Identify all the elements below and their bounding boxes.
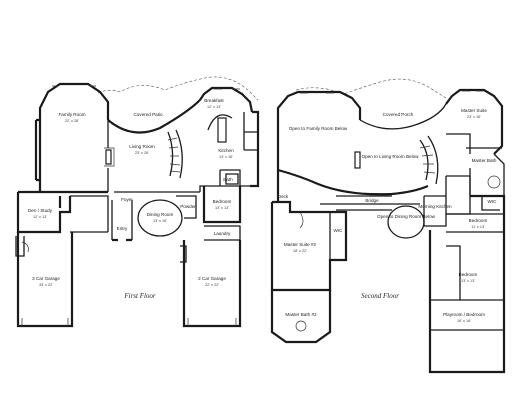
room-open-dining-name: Open to Dining Room Below [377,214,436,219]
room-2-car-garage-name: 2 Car Garage [198,276,226,281]
first-floor-labels: Family Room 22' x 28' Covered Patio Brea… [28,98,234,300]
master-suite-walls [445,88,504,155]
first-floor-plan [15,76,260,328]
room-powder-name: Powder [180,204,196,209]
room-playroom-name: Playroom / Bedroom [443,312,485,317]
room-covered-patio-name: Covered Patio [133,112,163,117]
room-bedroom-a-name: Bedroom [469,218,488,223]
room-kitchen-name: Kitchen [218,148,234,153]
living-room-curved-wall [107,99,201,134]
master-bath-2-walls [270,290,332,344]
master-suite-2-walls [270,200,348,292]
den-study-walls [16,190,72,234]
room-master-suite-2-dim: 18' x 22' [293,249,307,253]
room-morning-kitchen-name: Morning Kitchen [418,204,452,209]
room-deck-name: Deck [278,194,289,199]
room-foyer-name: Foyer [121,197,133,202]
open-dining-oval [387,205,425,239]
room-master-suite-2-name: Master Suite #2 [284,242,317,247]
room-laundry-name: Laundry [214,231,231,236]
kitchen-island [217,117,227,143]
room-bridge-name: Bridge [365,198,379,203]
room-living-room-dim: 23' x 26' [135,151,149,155]
first-floor-title: First Floor [123,292,156,300]
open-living-curve [277,168,429,196]
two-car-garage-walls [182,240,242,328]
room-dining-room-name: Dining Room [147,212,174,217]
room-master-bath-2-name: Master Bath #2 [285,312,317,317]
second-floor-title: Second Floor [361,292,399,300]
room-bedroom-b-dim: 13' x 13' [461,279,475,283]
room-3-car-garage-dim: 33' x 22' [39,283,53,287]
room-kitchen-dim: 13' x 16' [219,155,233,159]
room-family-room-dim: 22' x 28' [65,119,79,123]
room-wic-name: WIC [334,228,344,233]
curved-staircase [167,129,183,179]
room-master-bath-name: Master Bath [472,158,497,163]
room-3-car-garage-name: 3 Car Garage [32,276,60,281]
room-open-living-name: Open to Living Room Below [362,154,420,159]
room-bedroom-a-dim: 11' x 13' [471,225,485,229]
dining-room-oval [137,199,183,237]
room-open-family-name: Open to Family Room Below [289,126,348,131]
room-bedroom-name: Bedroom [213,199,232,204]
room-family-room-name: Family Room [58,112,85,117]
room-playroom-dim: 16' x 16' [457,319,471,323]
room-den-study-dim: 12' x 13' [33,215,47,219]
porch-outline [295,78,447,99]
three-car-garage-walls [16,232,74,328]
family-room-walls [38,82,110,192]
room-bedroom-b-name: Bedroom [459,272,478,277]
room-master-suite-name: Master Suite [461,108,487,113]
room-living-room-name: Living Room [129,144,155,149]
room-dining-room-dim: 13' x 16' [153,219,167,223]
room-den-study-name: Den / Study [28,208,53,213]
room-2-car-garage-dim: 22' x 22' [205,283,219,287]
second-floor-labels: Open to Family Room Below Covered Porch … [278,108,497,323]
room-entry-name: Entry [117,226,128,231]
second-floor-plan [270,78,506,374]
patio-outline [97,76,259,101]
room-breakfast-name: Breakfast [204,98,224,103]
room-wic-2-name: WIC [488,199,498,204]
room-master-suite-dim: 23' x 16' [467,115,481,119]
room-bath-name: Bath [223,177,233,182]
room-covered-porch-name: Covered Porch [383,112,414,117]
right-bedrooms-walls [428,194,506,374]
bedroom-walls [202,186,242,224]
room-breakfast-dim: 12' x 13' [207,105,221,109]
breakfast-walls [199,86,254,113]
open-family-walls [276,90,362,202]
room-bedroom-dim: 13' x 13' [215,206,229,210]
